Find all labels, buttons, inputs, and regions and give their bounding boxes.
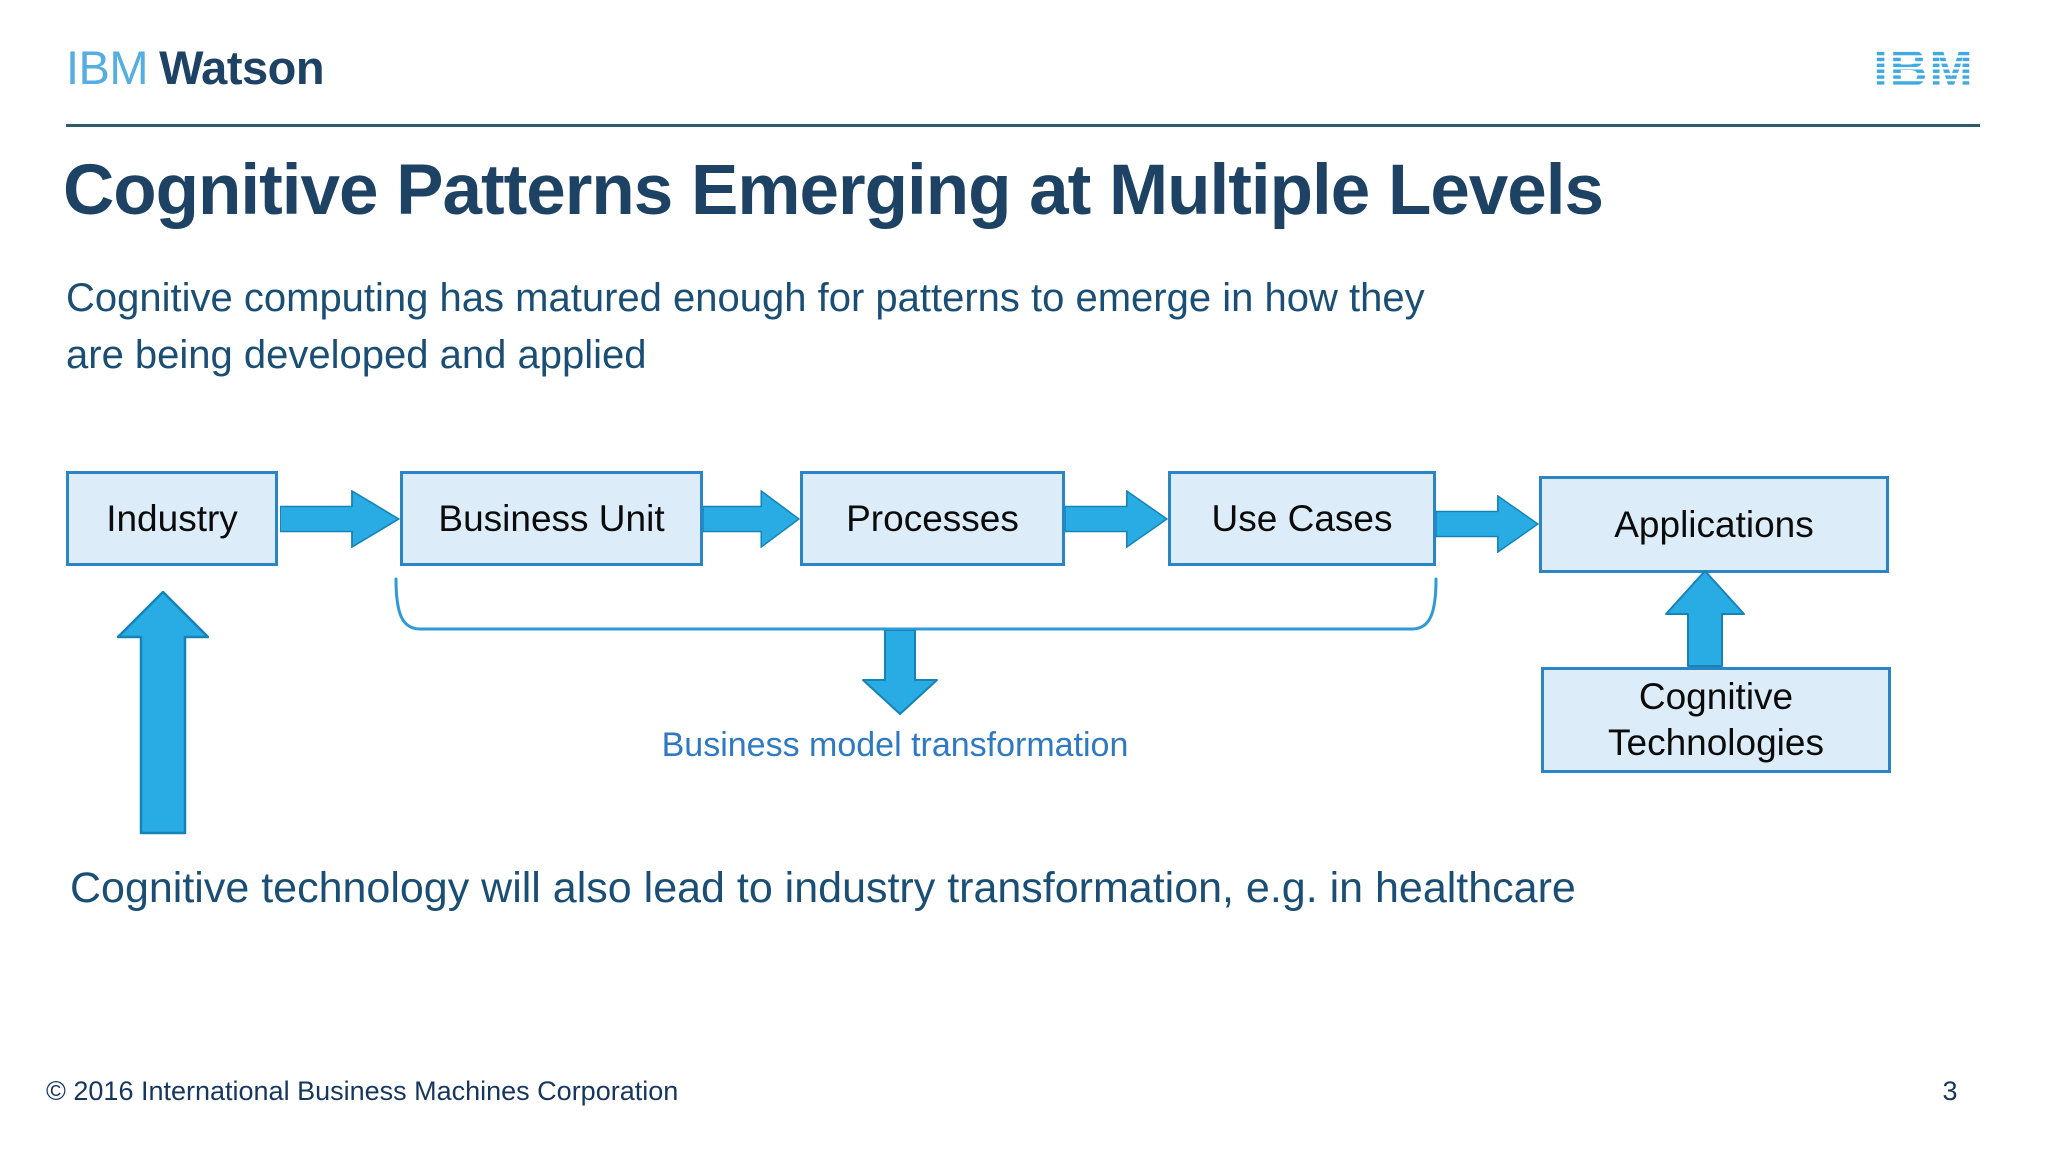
page-title: Cognitive Patterns Emerging at Multiple … [63, 151, 1604, 230]
flow-box-label: Business Unit [438, 497, 665, 539]
flow-arrow-right-icon [1065, 490, 1168, 548]
flow-arrow-right-icon [280, 490, 400, 548]
flow-box-label: Processes [846, 497, 1019, 539]
ibm-wordmark-light: IBM [66, 41, 149, 94]
flow-box-label: Industry [106, 497, 238, 539]
subtitle-line-2: are being developed and applied [66, 332, 647, 377]
watson-wordmark: Watson [159, 41, 325, 94]
header-divider [66, 124, 1980, 127]
cognitive-technologies-box: Cognitive Technologies [1541, 667, 1891, 773]
flow-box-business-unit: Business Unit [400, 471, 703, 566]
flow-arrow-right-icon [703, 490, 800, 548]
cognitive-technologies-label: Cognitive Technologies [1608, 675, 1824, 763]
flow-box-use-cases: Use Cases [1168, 471, 1436, 566]
bracket-caption: Business model transformation [661, 726, 1129, 764]
flow-box-label: Use Cases [1211, 497, 1393, 539]
flow-box-applications: Applications [1539, 476, 1889, 573]
page-number: 3 [1942, 1076, 1958, 1106]
flow-box-processes: Processes [800, 471, 1065, 566]
flow-box-label: Applications [1614, 503, 1814, 545]
copyright-text: © 2016 International Business Machines C… [46, 1076, 679, 1106]
ibm-logo-text: IBM [1873, 45, 1974, 92]
page-subtitle: Cognitive computing has matured enough f… [66, 270, 1425, 384]
tech-up-arrow-icon [1665, 570, 1745, 667]
ibm-8bar-logo-icon: IBM [1873, 45, 1974, 92]
bracket-down-arrow-icon [862, 630, 938, 715]
industry-up-arrow-icon [117, 591, 209, 835]
bottom-statement: Cognitive technology will also lead to i… [70, 864, 1576, 912]
subtitle-line-1: Cognitive computing has matured enough f… [66, 276, 1425, 320]
scope-bracket-icon [394, 577, 1438, 631]
flow-arrow-right-icon [1436, 495, 1539, 553]
flow-box-industry: Industry [66, 471, 278, 566]
